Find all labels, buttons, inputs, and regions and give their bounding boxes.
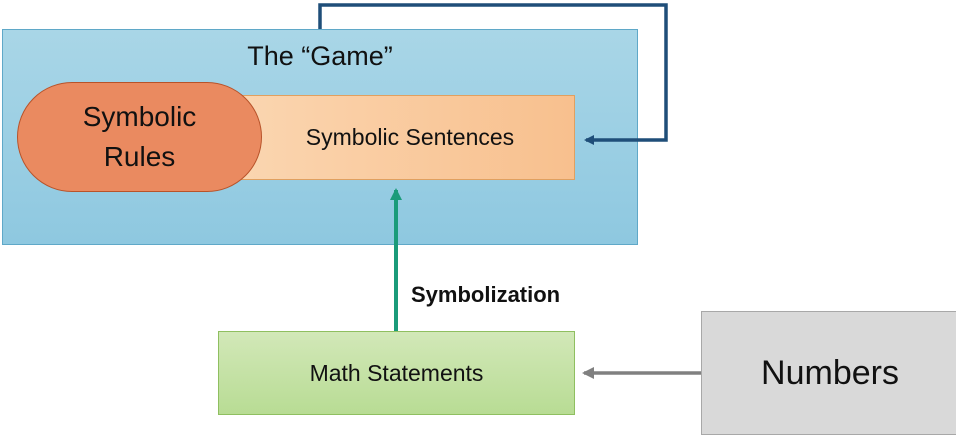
symbolic-sentences-label: Symbolic Sentences [305, 124, 515, 150]
symbolization-label: Symbolization [411, 282, 561, 307]
symbolic-rules-shape: Symbolic Rules [17, 82, 262, 192]
game-title: The “Game” [247, 41, 393, 71]
math-statements-box: Math Statements [218, 331, 575, 415]
math-statements-label: Math Statements [309, 359, 484, 386]
numbers-label: Numbers [761, 353, 899, 392]
numbers-box: Numbers [701, 311, 956, 435]
symbolic-rules-label: Symbolic Rules [82, 101, 197, 172]
